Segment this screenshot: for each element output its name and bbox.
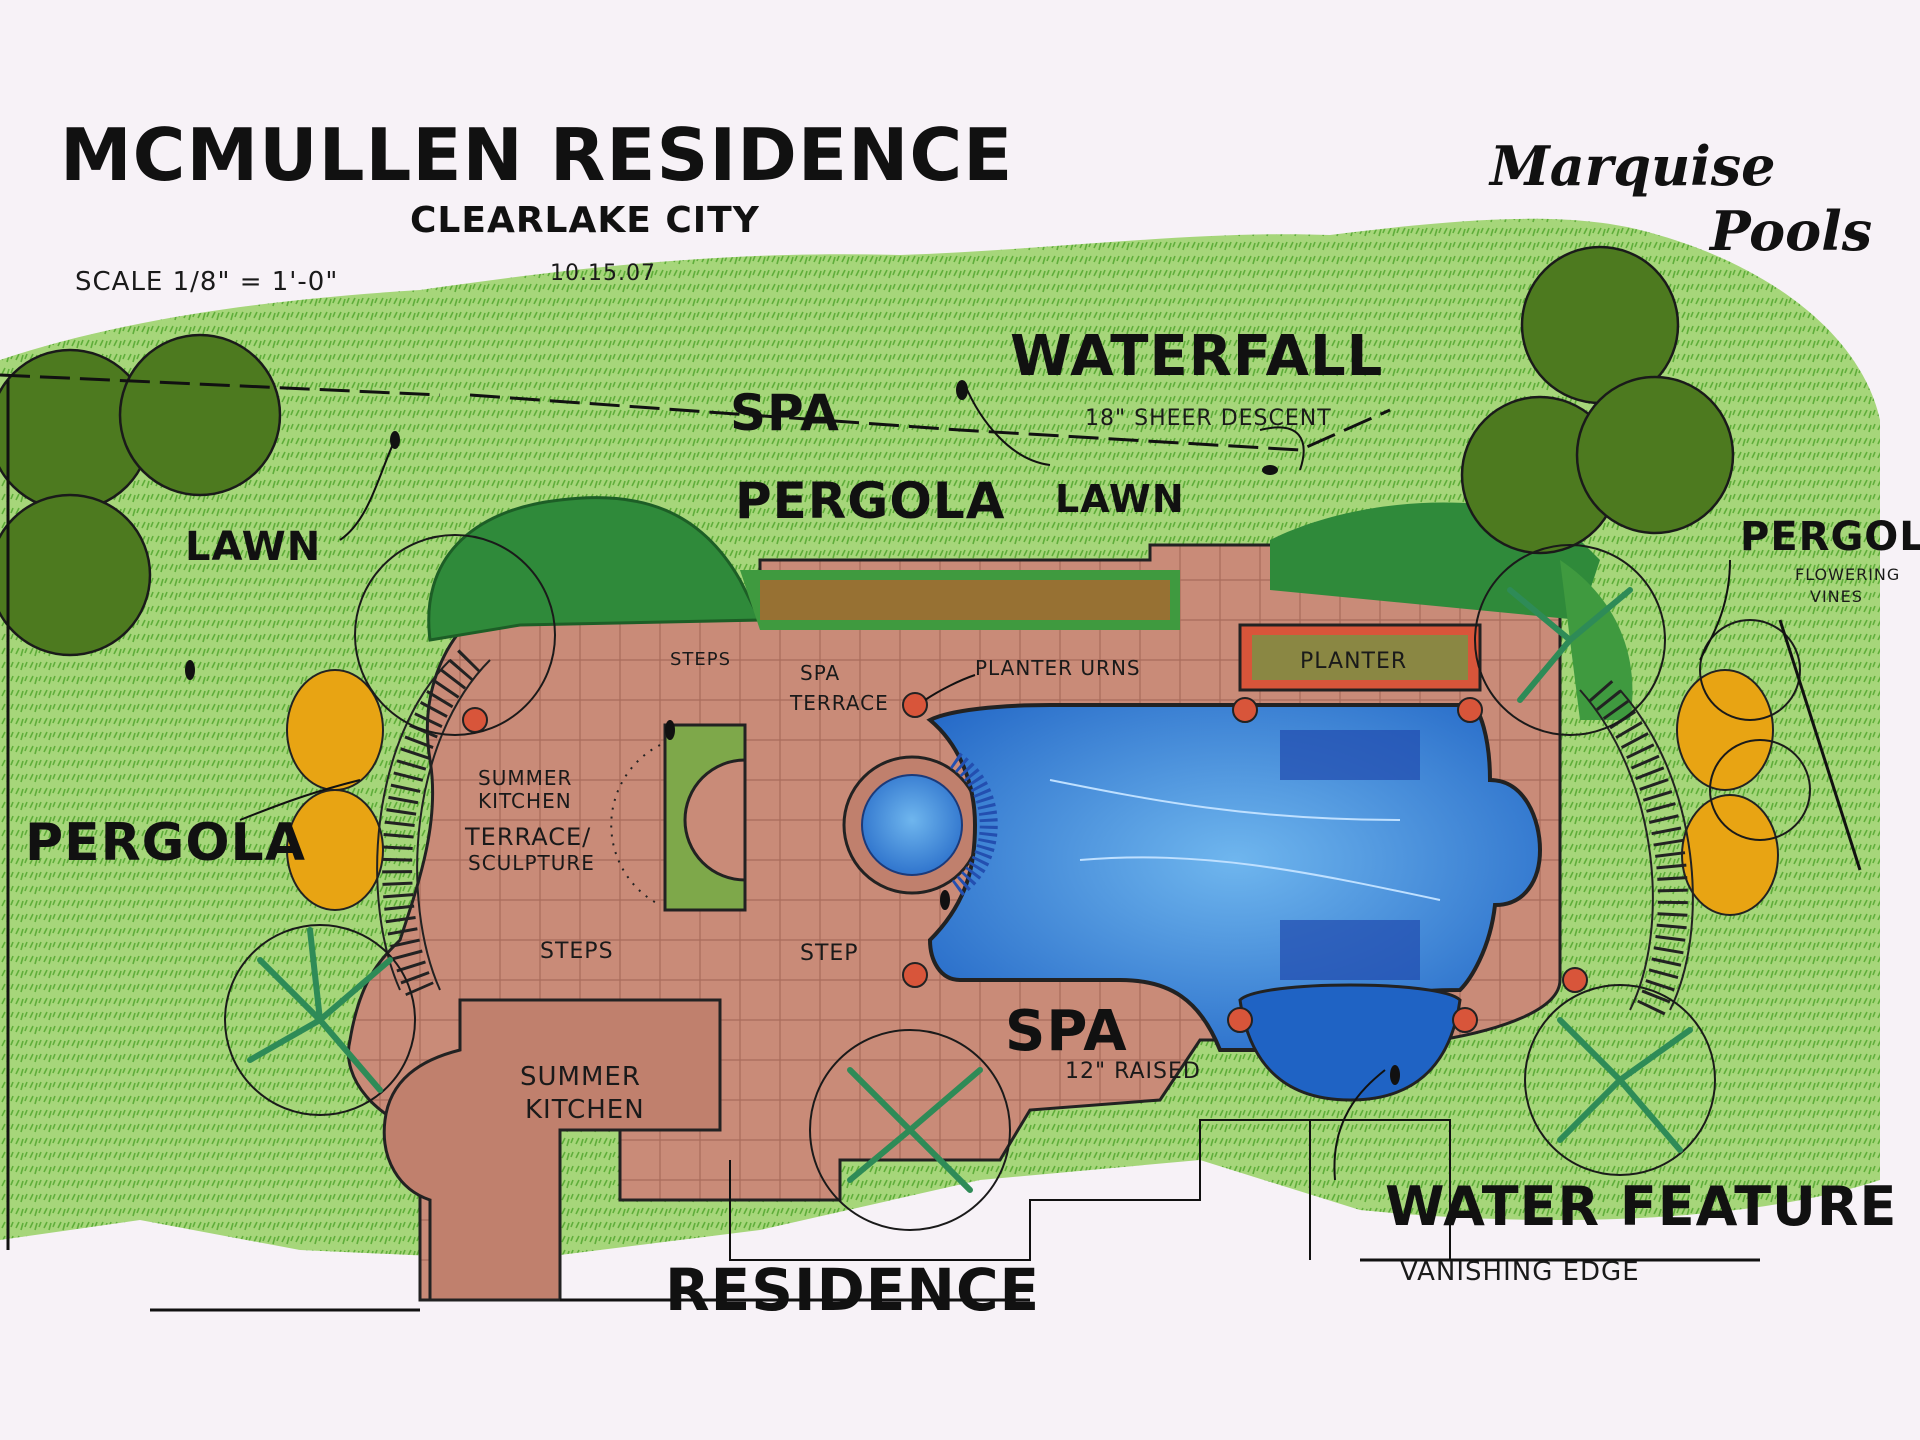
flower-bed-top: [760, 580, 1170, 620]
label-lawn-top: LAWN: [1055, 477, 1185, 521]
label-pergola-top: PERGOLA: [735, 472, 1005, 530]
label-lawn-left: LAWN: [185, 524, 321, 570]
label-spa-terrace-2: TERRACE: [789, 691, 889, 715]
terrace-semicircle: [683, 758, 747, 882]
label-sheer-descent: 18" SHEER DESCENT: [1085, 406, 1332, 431]
leader-lines: [239, 384, 1731, 1181]
label-summer-kitchen-1: SUMMER: [520, 1062, 641, 1092]
label-flowering-vines-1: FLOWERING: [1795, 565, 1900, 584]
property-line-bottom: [150, 1258, 1760, 1312]
yellow-shrub-left-1: [286, 669, 384, 791]
waterfall-sheet-top: [1280, 730, 1420, 780]
planter-box-inner: [1252, 635, 1468, 680]
specimen-plants: [224, 534, 1811, 1231]
plan-title: MCMULLEN RESIDENCE: [60, 113, 1013, 197]
residence-outline: [729, 1119, 1451, 1261]
brand-line-1: Marquise: [1488, 134, 1776, 198]
tree-left-mid: [0, 493, 152, 657]
pergola-right: [1588, 680, 1688, 1017]
hedge-top-left: [427, 496, 763, 642]
label-vanishing-edge: VANISHING EDGE: [1400, 1257, 1640, 1287]
summer-kitchen: [382, 998, 722, 1302]
water-ripples: [1049, 779, 1441, 901]
label-summer-kitchen-2: KITCHEN: [525, 1095, 645, 1125]
hedge-right-vertical: [1560, 560, 1633, 720]
brand-line-2: Pools: [1708, 199, 1872, 263]
label-planter-urns: PLANTER URNS: [975, 656, 1141, 680]
property-line-right: [1778, 619, 1862, 871]
label-waterfall: WATERFALL: [1010, 324, 1383, 389]
yellow-shrub-right-2: [1681, 794, 1779, 916]
label-water-feature: WATER FEATURE: [1385, 1175, 1897, 1238]
plan-location: CLEARLAKE CITY: [410, 200, 760, 241]
trees: [0, 245, 1735, 657]
label-step: STEP: [800, 941, 859, 966]
pool-lower-bay: [1238, 983, 1462, 1102]
label-sk-terrace-3: TERRACE/: [464, 823, 591, 851]
label-flowering-vines-2: VINES: [1810, 587, 1863, 606]
label-residence: RESIDENCE: [665, 1256, 1040, 1324]
pergola-right-rail: [1579, 689, 1694, 1011]
tree-top-right-3: [1575, 375, 1735, 535]
yellow-shrub-left-2: [286, 789, 384, 911]
label-spa-raised-note: 12" RAISED: [1065, 1059, 1201, 1084]
label-planter: PLANTER: [1300, 649, 1407, 674]
pergola-left-rail: [376, 659, 491, 991]
label-spa-terrace-1: SPA: [800, 661, 840, 685]
callout-dots: [185, 380, 1400, 1085]
plan-date: 10.15.07: [550, 261, 656, 286]
yellow-shrub-right-1: [1676, 669, 1774, 791]
spa-water: [861, 774, 963, 876]
label-steps-bottom: STEPS: [540, 939, 614, 964]
waterfall-sheet-bottom: [1280, 920, 1420, 980]
palm-fronds: [247, 587, 1693, 1193]
label-pergola-right: PERGOLA: [1740, 514, 1920, 560]
label-pergola-left: PERGOLA: [25, 813, 306, 873]
label-sk-terrace-2: KITCHEN: [478, 789, 572, 813]
spa-spillway: [949, 752, 998, 898]
label-spa-raised: SPA: [1005, 999, 1128, 1064]
property-line-top: [0, 373, 1391, 452]
steps-semicircle: [610, 744, 661, 906]
planter-urns: [462, 692, 1588, 1033]
plan-scale: SCALE 1/8" = 1'-0": [75, 267, 338, 297]
label-spa-top: SPA: [730, 384, 840, 442]
label-steps-top: STEPS: [670, 649, 731, 670]
label-sk-terrace-1: SUMMER: [478, 766, 572, 790]
tree-top-left-2: [118, 333, 282, 497]
label-sk-terrace-4: SCULPTURE: [468, 851, 595, 875]
